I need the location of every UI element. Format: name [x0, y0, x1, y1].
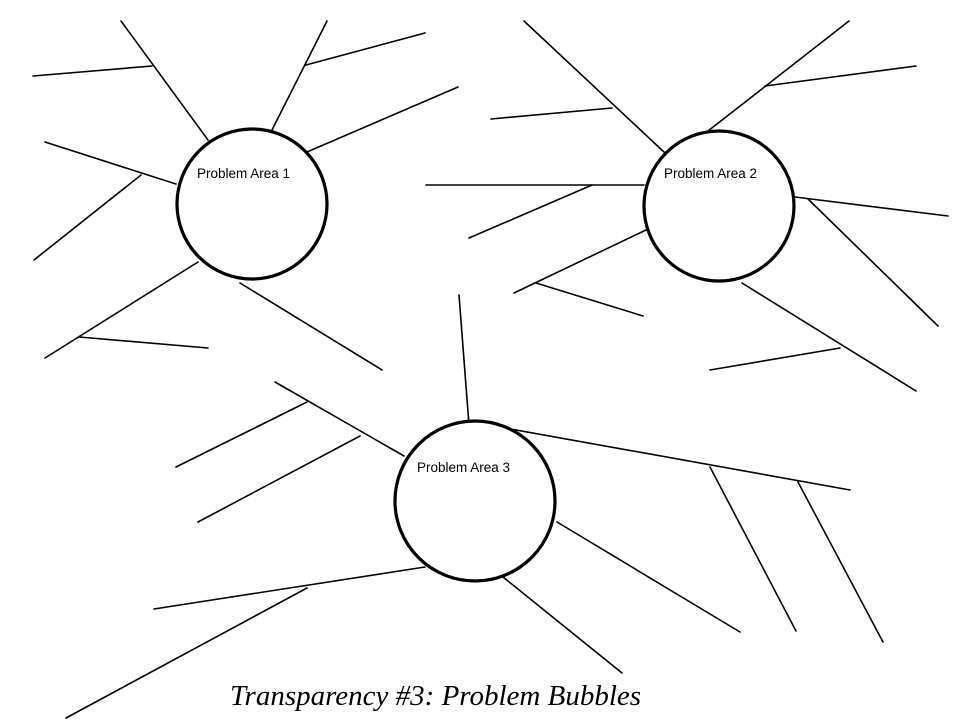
- branch-line-5: [306, 86, 459, 153]
- branch-line-7: [33, 174, 142, 261]
- branch-line-32: [153, 566, 426, 610]
- branch-line-28: [709, 466, 797, 632]
- branch-line-2: [32, 65, 153, 77]
- branch-line-23: [458, 294, 470, 426]
- branch-line-26: [197, 435, 361, 523]
- branch-line-33: [65, 587, 308, 719]
- branch-line-11: [523, 20, 665, 153]
- branch-line-18: [535, 282, 644, 317]
- branch-line-17: [513, 229, 647, 294]
- branch-line-10: [239, 282, 383, 371]
- bubble-1-circle: [175, 127, 329, 281]
- branch-line-30: [556, 521, 741, 633]
- branch-line-29: [797, 481, 884, 643]
- branch-line-19: [794, 196, 949, 217]
- branch-line-24: [274, 381, 405, 457]
- branch-line-6: [44, 141, 177, 185]
- bubble-label-problem-area-1: Problem Area 1: [197, 166, 291, 181]
- branch-line-8: [44, 261, 199, 359]
- branch-line-4: [305, 32, 426, 66]
- branch-line-20: [807, 198, 939, 327]
- branch-line-12: [490, 107, 613, 120]
- branch-line-21: [741, 282, 917, 392]
- branch-line-25: [175, 401, 308, 468]
- bubble-circles: [175, 127, 796, 583]
- diagram-caption: Transparency #3: Problem Bubbles: [230, 680, 642, 712]
- bubble-3-circle: [393, 419, 557, 583]
- branch-line-9: [78, 336, 209, 349]
- branch-line-16: [468, 184, 593, 239]
- bubble-2-circle: [642, 129, 796, 283]
- branch-line-31: [502, 576, 623, 674]
- bubble-label-problem-area-2: Problem Area 2: [664, 166, 758, 181]
- bubble-label-problem-area-3: Problem Area 3: [417, 460, 511, 475]
- branch-line-13: [707, 20, 850, 132]
- branch-line-14: [764, 65, 917, 87]
- branch-line-27: [493, 425, 851, 491]
- branch-lines: [32, 20, 949, 719]
- branch-line-22: [709, 347, 841, 371]
- branch-line-1: [120, 20, 209, 141]
- branch-line-3: [271, 20, 328, 131]
